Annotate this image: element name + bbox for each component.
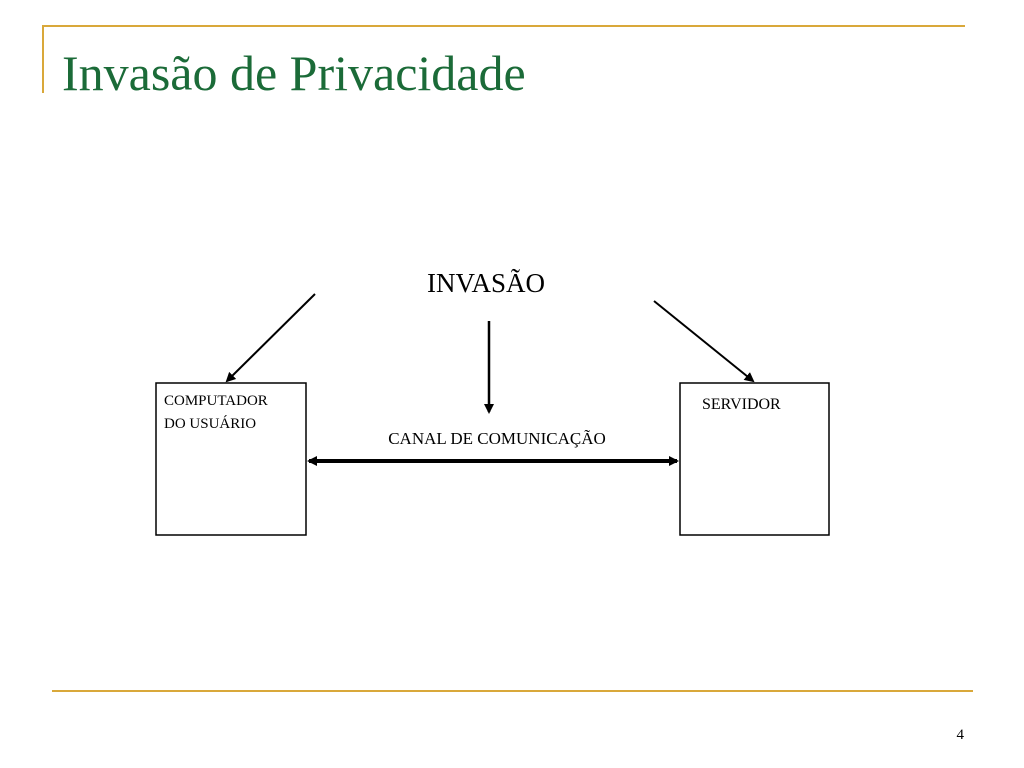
user-computer-label-line2: DO USUÁRIO — [164, 415, 256, 432]
invasion-arrow-user — [225, 293, 316, 383]
page-number: 4 — [956, 727, 965, 743]
user-computer-box — [155, 382, 307, 536]
server-label: SERVIDOR — [702, 396, 781, 413]
bottom-rule — [52, 690, 973, 692]
invasion-label: INVASÃO — [427, 268, 545, 298]
channel-label: CANAL DE COMUNICAÇÃO — [388, 429, 606, 448]
invasion-arrow-server — [653, 300, 755, 383]
page-title: Invasão de Privacidade — [62, 45, 526, 101]
top-rule — [43, 25, 965, 27]
server-box — [679, 382, 830, 536]
left-bracket — [42, 25, 44, 93]
user-computer-label-line1: COMPUTADOR — [164, 393, 268, 409]
